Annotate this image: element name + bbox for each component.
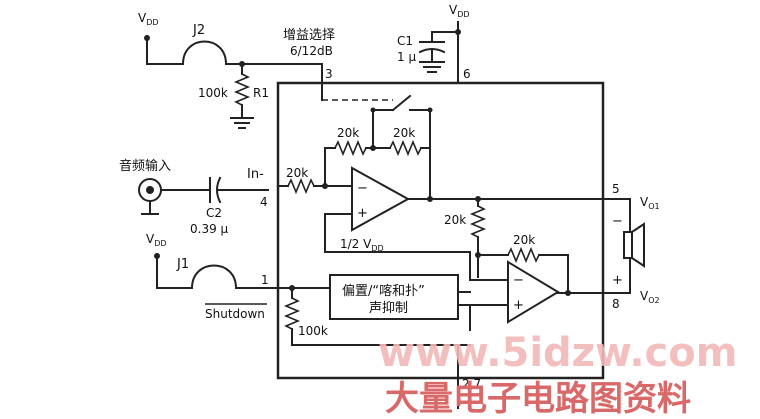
vdd-j1-shutdown	[154, 253, 471, 409]
vo2-label: VO2	[640, 289, 660, 305]
vdd-label-left: VDD	[146, 232, 167, 248]
vdd-j2-supply	[144, 35, 323, 129]
opamp-2: − +	[507, 260, 560, 324]
bias-block-line2: 声抑制	[369, 301, 408, 316]
c2-capacitor	[209, 176, 269, 204]
opamp1-feedback-network	[324, 139, 431, 197]
opamp2-feedback-network	[477, 246, 569, 294]
pin-8-label: 8	[612, 297, 620, 311]
feedback-resistor-3	[507, 246, 540, 264]
speaker-icon	[623, 198, 645, 294]
gain-value-label: 6/12dB	[290, 44, 333, 58]
feedback-resistor-1	[334, 139, 367, 157]
mid-resistor-label: 20k	[444, 213, 466, 227]
opamp1-plus-sign: +	[357, 206, 368, 221]
vdd-c1-supply	[418, 21, 461, 84]
bias-pop-suppression-block	[329, 274, 459, 320]
opamp1-minus-sign: −	[357, 181, 368, 196]
pin-1-label: 1	[261, 273, 269, 287]
audio-input-label: 音频输入	[119, 158, 171, 174]
bias-block-line1: 偏置/“喀和扑”	[342, 283, 425, 299]
gain-select-switch	[322, 94, 433, 149]
c1-name-label: C1	[397, 34, 413, 48]
ic-package-outline	[276, 81, 605, 380]
opamp-1: − +	[351, 166, 411, 232]
opamp1-input-network	[277, 177, 471, 253]
j1-label: J1	[176, 257, 189, 272]
r1-name-label: R1	[253, 86, 269, 100]
bias-resistor	[283, 297, 301, 330]
vo1-output-path	[429, 196, 631, 281]
j2-label: J2	[192, 23, 205, 38]
c2-value-label: 0.39 μ	[190, 222, 229, 236]
opamp2-minus-sign: −	[513, 273, 524, 288]
opamp2-plus-sign: +	[513, 298, 524, 313]
ground-symbol	[419, 61, 445, 73]
r1-resistor	[233, 73, 251, 106]
vdd-label-top-left: VDD	[138, 11, 159, 27]
pin-2-7-label: 2,7	[462, 377, 481, 391]
speaker-minus-sign: −	[612, 214, 623, 229]
feedback-resistor-2	[389, 139, 422, 157]
half-vdd-label: 1/2 VDD	[340, 237, 384, 253]
pin-3-label: 3	[325, 67, 333, 81]
feedback-r1-label: 20k	[337, 126, 359, 140]
in-minus-label: In-	[247, 167, 264, 182]
pin-5-label: 5	[612, 182, 620, 196]
ground-symbol	[230, 117, 254, 129]
mid-resistor	[469, 205, 487, 238]
watermark-site: www.5idzw.com	[378, 330, 737, 376]
speaker-plus-sign: +	[612, 273, 623, 288]
watermark-name: 大量电子电路图资料	[385, 379, 691, 419]
input-resistor	[287, 177, 315, 195]
r1-value-label: 100k	[198, 86, 228, 100]
gain-select-label: 增益选择	[283, 28, 335, 43]
vo1-label: VO1	[640, 195, 660, 211]
feedback-r3-label: 20k	[513, 233, 535, 247]
feedback-r2-label: 20k	[393, 126, 415, 140]
c2-name-label: C2	[206, 206, 222, 220]
shutdown-label: Shutdown	[205, 307, 265, 321]
pin-4-label: 4	[260, 195, 268, 209]
vdd-label-top-right: VDD	[449, 3, 470, 19]
audio-input-jack	[138, 178, 211, 215]
c1-value-label: 1 μ	[397, 50, 416, 64]
bias-resistor-label: 100k	[298, 324, 328, 338]
input-resistor-label: 20k	[286, 166, 308, 180]
pin-6-label: 6	[463, 67, 471, 81]
